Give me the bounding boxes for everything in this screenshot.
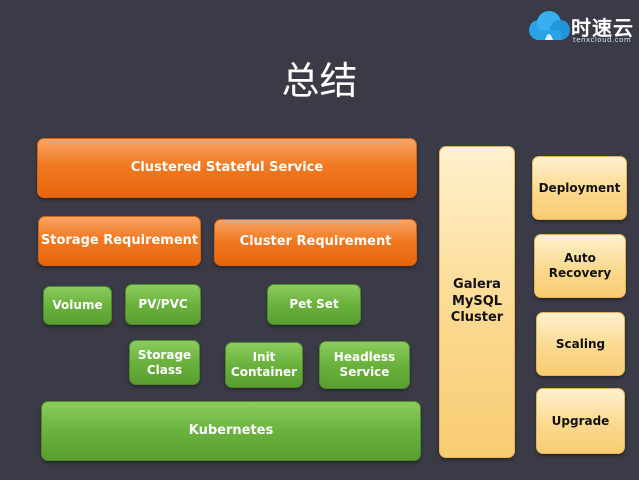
init-container-box: Init Container bbox=[225, 342, 303, 388]
init-container-label-line2: Container bbox=[230, 365, 298, 379]
upgrade-label: Upgrade bbox=[551, 413, 610, 428]
scaling-label: Scaling bbox=[555, 336, 606, 351]
init-container-label-line1: Init bbox=[252, 350, 276, 364]
brand-domain: tenxcloud.com bbox=[573, 36, 632, 44]
volume-label: Volume bbox=[52, 298, 103, 312]
cluster-requirement-label: Cluster Requirement bbox=[239, 234, 392, 250]
headless-service-box: Headless Service bbox=[319, 341, 410, 389]
scaling-box: Scaling bbox=[536, 312, 625, 376]
storage-class-label-line2: Class bbox=[146, 362, 183, 377]
headless-service-label-line1: Headless bbox=[333, 350, 396, 364]
pet-set-label: Pet Set bbox=[289, 297, 339, 311]
clustered-stateful-service-box: Clustered Stateful Service bbox=[37, 138, 417, 198]
galera-label-line3: Cluster bbox=[450, 310, 504, 326]
cloud-logo-icon bbox=[529, 11, 570, 40]
storage-requirement-label: Storage Requirement bbox=[40, 232, 199, 248]
pv-pvc-box: PV/PVC bbox=[125, 284, 201, 325]
page-title: 总结 bbox=[281, 59, 358, 103]
clustered-stateful-service-label: Clustered Stateful Service bbox=[130, 159, 324, 175]
kubernetes-box: Kubernetes bbox=[41, 401, 421, 461]
brand-logo: 时速云 tenxcloud.com bbox=[527, 10, 635, 46]
galera-label-line1: Galera bbox=[453, 276, 501, 292]
storage-class-box: Storage Class bbox=[129, 340, 200, 385]
headless-service-label-line2: Service bbox=[339, 365, 390, 379]
kubernetes-label: Kubernetes bbox=[188, 422, 274, 438]
pv-pvc-label: PV/PVC bbox=[138, 297, 188, 311]
upgrade-box: Upgrade bbox=[536, 388, 625, 454]
auto-recovery-label-line2: Recovery bbox=[548, 266, 612, 280]
deployment-box: Deployment bbox=[532, 156, 627, 220]
galera-mysql-cluster-box: Galera MySQL Cluster bbox=[439, 146, 515, 458]
auto-recovery-label-line1: Auto bbox=[564, 251, 596, 265]
galera-label-line2: MySQL bbox=[451, 293, 503, 309]
auto-recovery-box: Auto Recovery bbox=[534, 234, 626, 298]
pet-set-box: Pet Set bbox=[267, 284, 361, 325]
brand-name: 时速云 bbox=[571, 16, 634, 40]
deployment-label: Deployment bbox=[538, 180, 621, 195]
storage-class-label-line1: Storage bbox=[137, 347, 192, 362]
storage-requirement-box: Storage Requirement bbox=[38, 216, 201, 266]
cluster-requirement-box: Cluster Requirement bbox=[214, 219, 417, 266]
volume-box: Volume bbox=[43, 286, 112, 325]
